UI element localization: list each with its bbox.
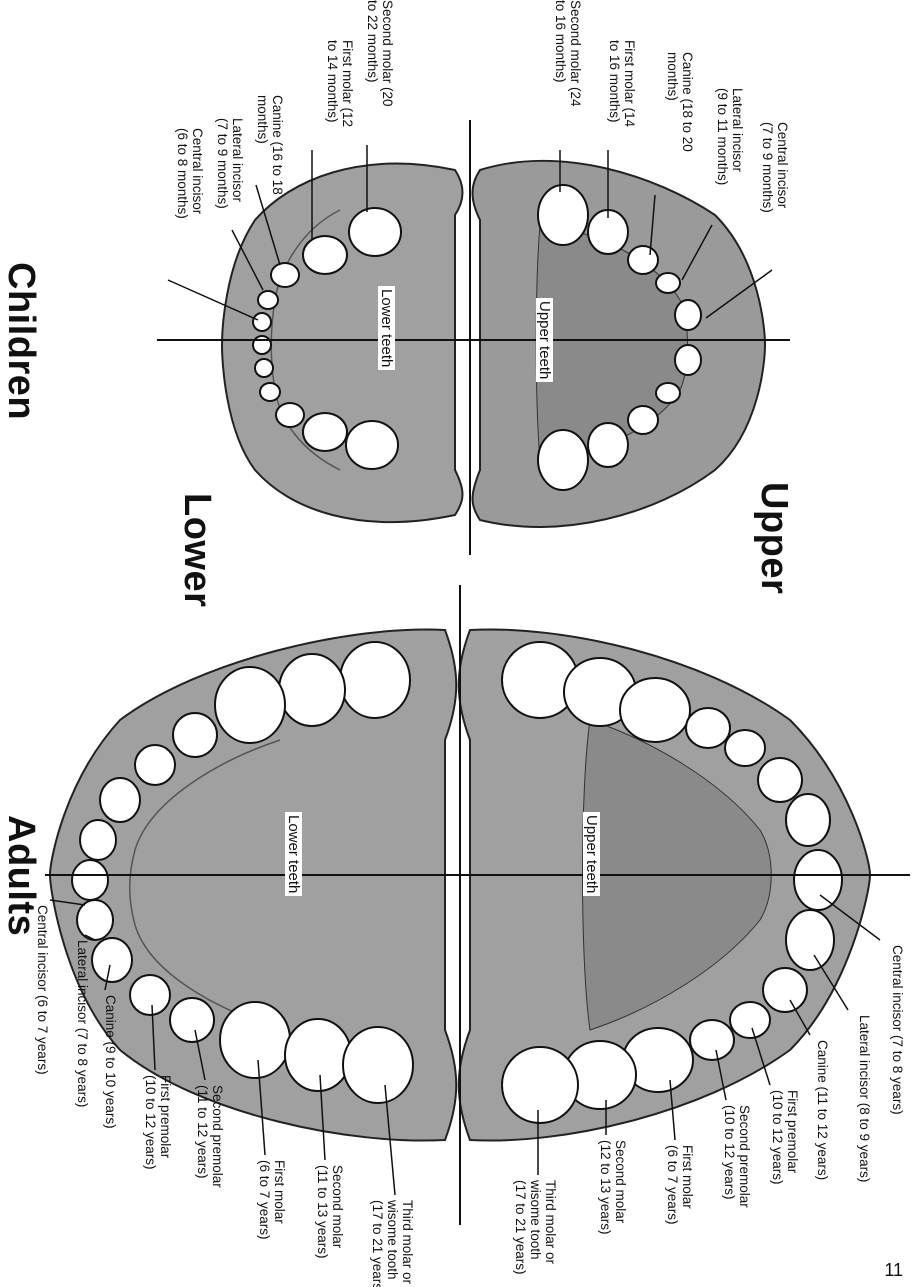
label-adult-lower-second-premolar: Second premolar(11 to 12 years) [195, 1085, 225, 1188]
label-adult-upper-canine: Canine (11 to 12 years) [815, 1040, 830, 1180]
label-adult-lower-second-molar: Second molar(11 to 13 years) [315, 1165, 345, 1259]
label-adult-upper-second-premolar: Second premolar(10 to 12 years) [722, 1105, 752, 1208]
adult-upper-arch [459, 629, 870, 1140]
label-child-lower-central-incisor: Central incisor(6 to 8 months) [175, 128, 205, 219]
label-adult-upper-lateral-incisor: Lateral incisor (8 to 9 years) [857, 1015, 872, 1182]
label-adult-lower-canine: Canine (9 to 10 years) [103, 995, 118, 1129]
label-adult-lower-central-incisor: Central incisor (6 to 7 years) [35, 905, 50, 1075]
heading-lower: Lower [175, 493, 218, 607]
label-adult-lower-first-molar: First molar(6 to 7 years) [257, 1160, 287, 1240]
heading-children: Children [0, 262, 42, 420]
children-lower-teeth-label: Lower teeth [378, 286, 395, 370]
label-adult-upper-second-molar: Second molar(12 to 13 years) [598, 1140, 628, 1235]
label-adult-lower-lateral-incisor: Lateral incisor (7 to 8 years) [75, 940, 90, 1107]
label-child-upper-central-incisor: Central incisor(7 to 9 months) [760, 122, 790, 213]
label-adult-upper-first-premolar: First premolar(10 to 12 years) [770, 1090, 800, 1185]
page-number: 11 [884, 1260, 903, 1281]
label-adult-upper-central-incisor: Central incisor (7 to 8 years) [890, 945, 905, 1115]
adult-upper-teeth-label: Upper teeth [583, 812, 600, 896]
label-child-lower-lateral-incisor: Lateral incisor(7 to 9 months) [215, 118, 245, 209]
children-upper-arch [473, 161, 766, 527]
label-adult-lower-first-premolar: First premolar(10 to 12 years) [143, 1075, 173, 1170]
children-lower-arch [222, 164, 463, 522]
children-upper-teeth-label: Upper teeth [536, 298, 553, 382]
label-adult-upper-first-molar: First molar(6 to 7 years) [665, 1145, 695, 1225]
adult-lower-teeth-label: Lower teeth [285, 812, 302, 896]
label-child-upper-lateral-incisor: Lateral incisor(9 to 11 months) [715, 88, 745, 185]
heading-upper: Upper [752, 482, 795, 594]
